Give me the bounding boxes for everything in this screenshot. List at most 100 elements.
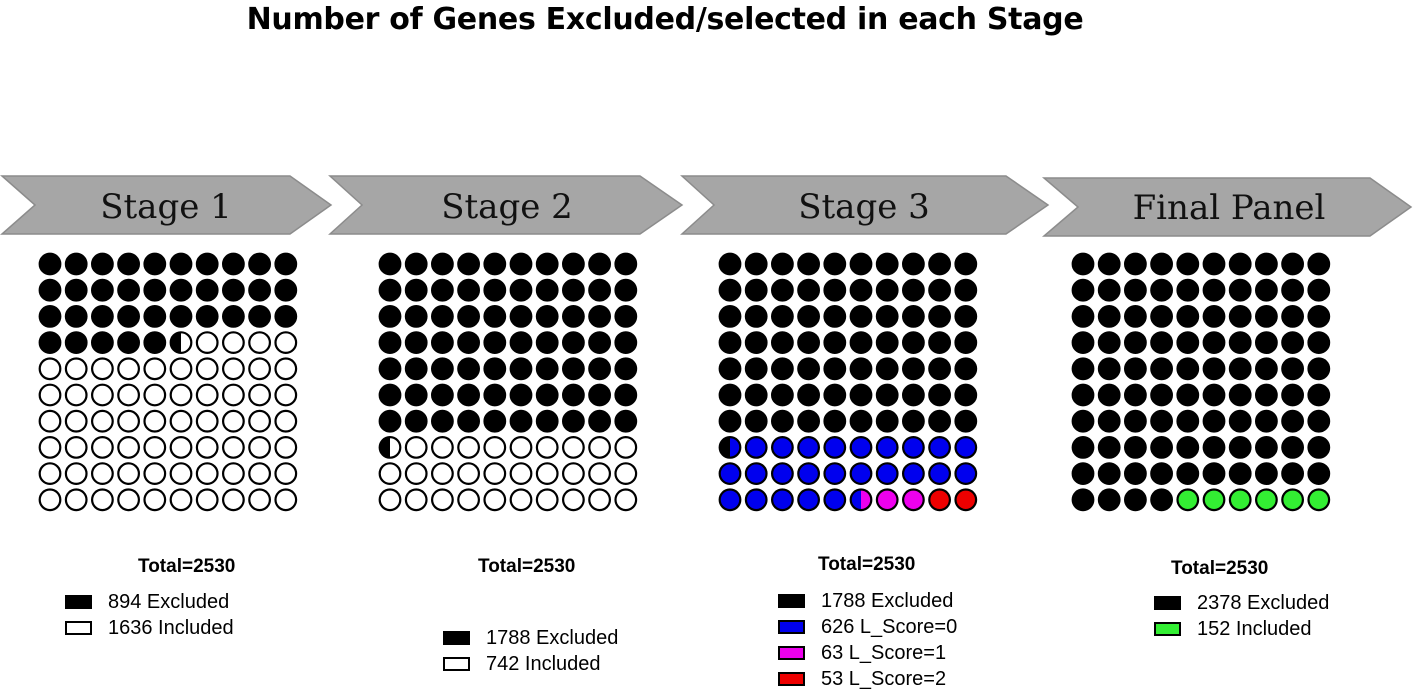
waffle-dot bbox=[718, 357, 742, 381]
waffle-dot-circle bbox=[221, 252, 245, 276]
waffle-dot bbox=[849, 252, 873, 276]
waffle-dot-circle bbox=[561, 278, 585, 302]
waffle-dot bbox=[117, 252, 140, 276]
legend-stage-2: 1788 Excluded 742 Included bbox=[443, 625, 618, 677]
waffle-dot-circle bbox=[248, 331, 272, 354]
waffle-dot-circle bbox=[928, 409, 952, 433]
waffle-dot bbox=[483, 383, 507, 407]
waffle-dot-circle bbox=[771, 409, 794, 433]
waffle-dot-circle bbox=[797, 305, 820, 328]
waffle-dot bbox=[1071, 252, 1095, 276]
waffle-dot bbox=[928, 435, 952, 459]
waffle-dot-circle bbox=[954, 435, 978, 459]
waffle-dot-circle bbox=[797, 331, 820, 354]
legend-label: 894 Excluded bbox=[108, 590, 230, 613]
waffle-dot bbox=[195, 409, 219, 433]
stage-1-label: Stage 1 bbox=[100, 187, 232, 227]
waffle-dot bbox=[1124, 252, 1147, 276]
waffle-dot bbox=[849, 357, 873, 381]
waffle-dot-circle bbox=[1071, 278, 1095, 302]
waffle-dot bbox=[718, 462, 742, 486]
final-panel-label: Final Panel bbox=[1133, 188, 1326, 228]
waffle-dot bbox=[875, 252, 899, 276]
waffle-dot-circle bbox=[431, 252, 454, 276]
waffle-dot-circle bbox=[1228, 278, 1252, 302]
waffle-dot-circle bbox=[954, 462, 978, 486]
waffle-dot bbox=[797, 409, 820, 433]
waffle-dot bbox=[483, 305, 507, 328]
waffle-dot bbox=[1202, 331, 1226, 354]
waffle-dot-circle bbox=[823, 435, 847, 459]
waffle-dot bbox=[274, 331, 298, 354]
waffle-dot bbox=[483, 357, 507, 381]
waffle-dot-circle bbox=[248, 383, 272, 407]
waffle-dot bbox=[614, 435, 638, 459]
waffle-dot bbox=[1281, 488, 1305, 512]
waffle-dot-circle bbox=[875, 488, 899, 512]
waffle-dot bbox=[1124, 488, 1147, 512]
waffle-dot-circle bbox=[928, 357, 952, 381]
waffle-dot-circle bbox=[1071, 305, 1095, 328]
waffle-dot bbox=[954, 488, 978, 512]
waffle-dot-circle bbox=[614, 252, 638, 276]
waffle-dot bbox=[431, 409, 454, 433]
waffle-dot-circle bbox=[823, 409, 847, 433]
waffle-dot bbox=[117, 331, 140, 354]
waffle-dot bbox=[901, 305, 925, 328]
waffle-dot bbox=[1307, 357, 1331, 381]
waffle-dot bbox=[38, 462, 62, 486]
waffle-dot-circle bbox=[248, 305, 272, 328]
waffle-dot-circle bbox=[248, 409, 272, 433]
waffle-dot-circle bbox=[1281, 383, 1305, 407]
waffle-dot bbox=[117, 409, 140, 433]
waffle-stage-1 bbox=[38, 252, 298, 512]
waffle-dot bbox=[561, 409, 585, 433]
waffle-dot bbox=[823, 305, 847, 328]
waffle-dot-circle bbox=[1254, 383, 1278, 407]
waffle-dot-circle bbox=[221, 488, 245, 512]
waffle-dot-circle bbox=[457, 488, 480, 512]
waffle-dot-circle bbox=[1124, 409, 1147, 433]
waffle-dot bbox=[744, 435, 768, 459]
waffle-dot-circle bbox=[169, 409, 193, 433]
waffle-dot-circle bbox=[509, 435, 533, 459]
waffle-dot bbox=[1071, 409, 1095, 433]
waffle-dot-circle bbox=[1281, 435, 1305, 459]
waffle-dot bbox=[1281, 435, 1305, 459]
waffle-dot bbox=[1281, 462, 1305, 486]
waffle-dot-circle bbox=[771, 252, 794, 276]
waffle-dot bbox=[248, 305, 272, 328]
waffle-dot bbox=[875, 462, 899, 486]
waffle-dot bbox=[1254, 278, 1278, 302]
waffle-dot bbox=[535, 435, 559, 459]
waffle-dot-circle bbox=[1228, 435, 1252, 459]
waffle-dot-circle bbox=[1071, 462, 1095, 486]
waffle-dot-circle bbox=[535, 462, 559, 486]
waffle-dot-circle bbox=[483, 383, 507, 407]
waffle-dot-circle bbox=[169, 305, 193, 328]
waffle-dot-circle bbox=[1150, 331, 1173, 354]
waffle-dot-circle bbox=[1202, 357, 1226, 381]
waffle-dot bbox=[588, 409, 612, 433]
waffle-dot-circle bbox=[509, 383, 533, 407]
waffle-dot bbox=[954, 409, 978, 433]
waffle-dot-circle bbox=[954, 278, 978, 302]
waffle-dot bbox=[849, 462, 873, 486]
legend-swatch bbox=[778, 594, 805, 608]
waffle-dot bbox=[588, 305, 612, 328]
waffle-dot-circle bbox=[38, 409, 62, 433]
waffle-dot bbox=[169, 252, 193, 276]
waffle-dot-circle bbox=[404, 357, 428, 381]
waffle-dot-circle bbox=[1176, 357, 1200, 381]
waffle-dot bbox=[823, 331, 847, 354]
waffle-dot bbox=[1176, 357, 1200, 381]
waffle-dot-circle bbox=[64, 357, 88, 381]
waffle-dot-circle bbox=[274, 305, 298, 328]
waffle-dot bbox=[1202, 305, 1226, 328]
waffle-dot bbox=[91, 357, 114, 381]
waffle-dot-circle bbox=[483, 435, 507, 459]
legend-item-included: 1636 Included bbox=[65, 615, 234, 641]
waffle-dot bbox=[431, 252, 454, 276]
waffle-dot bbox=[38, 331, 62, 354]
waffle-dot bbox=[143, 278, 167, 302]
